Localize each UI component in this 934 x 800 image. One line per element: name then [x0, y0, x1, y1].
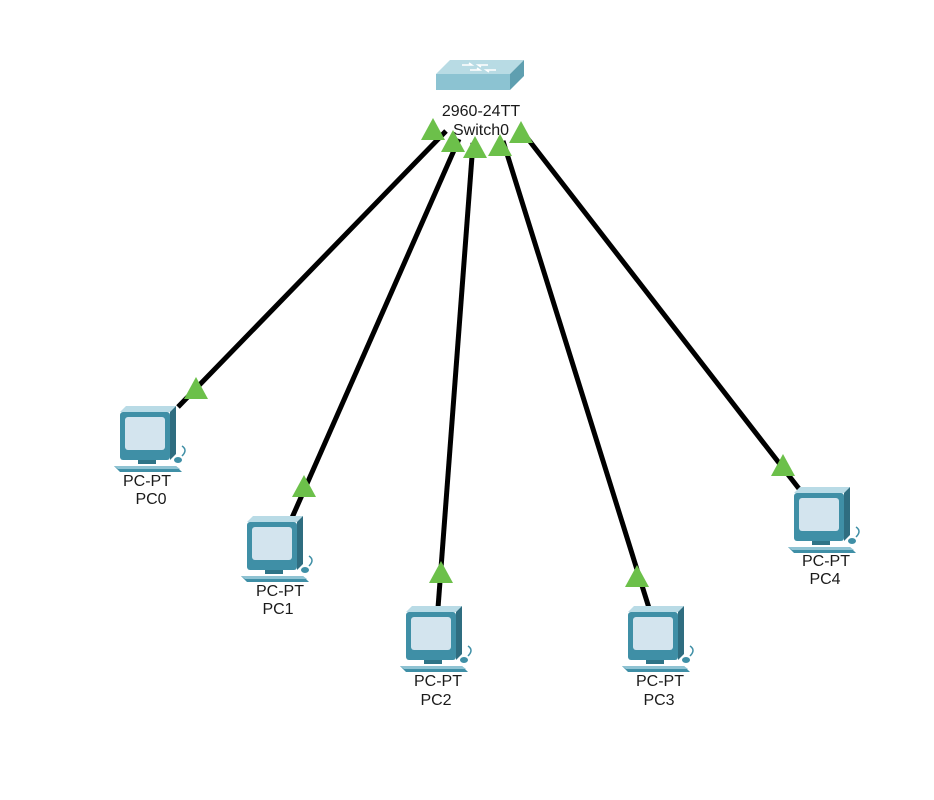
pc-icon — [240, 515, 313, 583]
switch-model-label: 2960-24TT — [442, 103, 520, 120]
switch-device[interactable]: 2960-24TT Switch0 — [435, 59, 525, 139]
link-status-up-icon — [429, 561, 453, 583]
link-status-up-icon — [488, 134, 512, 156]
link-status-up-icon — [463, 136, 487, 158]
pc0-model-label: PC-PT — [123, 473, 171, 490]
pc2-model-label: PC-PT — [414, 673, 462, 690]
pc-icon — [621, 605, 694, 673]
link-status-up-icon — [292, 475, 316, 497]
link-status-up-icon — [441, 130, 465, 152]
pc-device-pc1[interactable]: PC-PT PC1 — [240, 515, 313, 618]
pc1-name-label: PC1 — [262, 601, 293, 618]
cable-pc1[interactable] — [288, 137, 462, 522]
link-status-up-icon — [509, 121, 533, 143]
switch-icon — [435, 59, 525, 91]
pc2-name-label: PC2 — [420, 692, 451, 709]
pc4-name-label: PC4 — [809, 571, 840, 588]
pc1-model-label: PC-PT — [256, 583, 304, 600]
pc4-model-label: PC-PT — [802, 553, 850, 570]
link-status-up-icon — [421, 118, 445, 140]
pc-icon — [113, 405, 186, 473]
cable-pc2[interactable] — [435, 142, 476, 609]
pc-device-pc3[interactable]: PC-PT PC3 — [621, 605, 694, 709]
pc-icon — [787, 486, 860, 554]
cable-pc4[interactable] — [519, 128, 802, 492]
cable-pc3[interactable] — [500, 140, 652, 609]
pc-device-pc0[interactable]: PC-PT PC0 — [113, 405, 186, 508]
cable-pc0[interactable] — [176, 129, 448, 409]
switch-name-label: Switch0 — [453, 122, 509, 139]
pc-icon — [399, 605, 472, 673]
pc3-name-label: PC3 — [643, 692, 674, 709]
pc-device-pc4[interactable]: PC-PT PC4 — [787, 486, 860, 588]
link-status-up-icon — [771, 454, 795, 476]
pc3-model-label: PC-PT — [636, 673, 684, 690]
pc0-name-label: PC0 — [135, 491, 166, 508]
pc-device-pc2[interactable]: PC-PT PC2 — [399, 605, 472, 709]
link-status-up-icon — [625, 565, 649, 587]
link-status-up-icon — [184, 377, 208, 399]
